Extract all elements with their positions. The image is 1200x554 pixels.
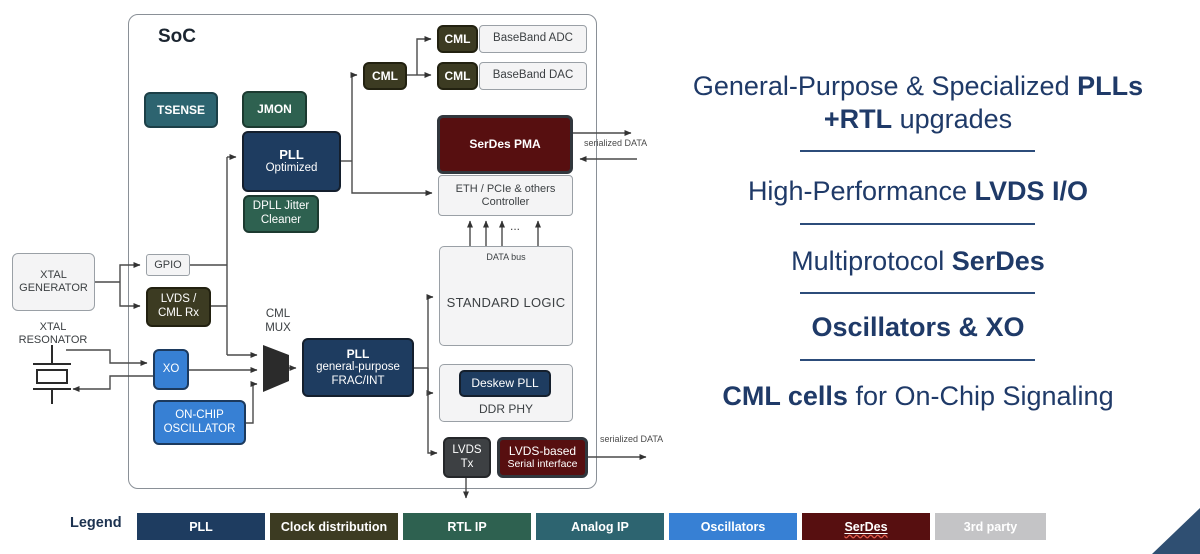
lvds-serial-line2: Serial interface <box>507 458 578 471</box>
standard-logic-label: STANDARD LOGIC <box>446 294 566 310</box>
feature-heading-cml: CML cells for On-Chip Signaling <box>640 380 1196 413</box>
pll-gp-sub1: general-purpose <box>316 361 400 374</box>
corner-triangle-decoration <box>1152 508 1200 554</box>
baseband-adc-block: BaseBand ADC <box>479 25 587 53</box>
xo-block: XO <box>153 349 189 390</box>
tsense-block: TSENSE <box>144 92 218 128</box>
onchip-line1: ON-CHIP <box>175 408 224 421</box>
xtal-generator-block: XTAL GENERATOR <box>12 253 95 311</box>
cml-block-adc: CML <box>437 25 478 53</box>
jmon-block: JMON <box>242 91 307 128</box>
ellipsis-label: ... <box>509 219 520 233</box>
separator-line-4 <box>800 359 1035 361</box>
legend-item-3rd-party: 3rd party <box>935 513 1046 540</box>
lvds-tx-line1: LVDS <box>452 443 482 456</box>
feature-heading-serdes: Multiprotocol SerDes <box>640 245 1196 278</box>
cml-block-mid: CML <box>363 62 407 90</box>
lvds-serial-line1: LVDS-based <box>508 444 577 459</box>
eth-line2: Controller <box>481 195 530 208</box>
legend-item-analog-ip: Analog IP <box>536 513 664 540</box>
feature-plls-line2: +RTL upgrades <box>640 103 1196 136</box>
data-bus-label: DATA bus <box>486 252 526 262</box>
xtal-gen-line1: XTAL <box>40 269 67 282</box>
legend-item-pll: PLL <box>137 513 265 540</box>
feature-cml-bold: CML cells <box>722 381 848 411</box>
feature-plls-line2-bold: +RTL <box>823 104 893 134</box>
dpll-jitter-cleaner-block: DPLL Jitter Cleaner <box>243 195 319 233</box>
dpll-line2: Cleaner <box>260 214 302 226</box>
cml-mux-line1: CML <box>265 308 291 320</box>
feature-heading-lvds: High-Performance LVDS I/O <box>640 175 1196 208</box>
pll-optimized-subtitle: Optimized <box>265 162 318 175</box>
feature-plls-line1-text: General-Purpose & Specialized <box>692 71 1078 101</box>
feature-plls-line2-text: upgrades <box>892 104 1013 134</box>
legend-item-serdes: SerDes <box>802 513 930 540</box>
feature-serdes-text: Multiprotocol <box>791 246 952 276</box>
legend-label: Legend <box>70 515 122 531</box>
serialized-data-label-bottom: serialized DATA <box>600 434 664 444</box>
cml-mux-line2: MUX <box>265 321 291 334</box>
separator-line-3 <box>800 292 1035 294</box>
cml-mux-shape <box>263 345 289 392</box>
deskew-pll-block: Deskew PLL <box>459 370 551 397</box>
cml-block-dac: CML <box>437 62 478 90</box>
xtal-res-line2: RESONATOR <box>18 334 88 347</box>
lvds-tx-block: LVDS Tx <box>443 437 491 478</box>
standard-logic-block: DATA bus STANDARD LOGIC <box>439 246 573 346</box>
crystal-resonator-icon <box>33 345 71 404</box>
lvds-rx-line2: CML Rx <box>157 307 200 319</box>
legend-row: PLL Clock distribution RTL IP Analog IP … <box>137 513 1046 540</box>
lvds-serial-interface-block: LVDS-based Serial interface <box>497 437 588 478</box>
legend-serdes-underline: SerDes <box>844 520 887 534</box>
pll-optimized-title: PLL <box>279 147 304 163</box>
onchip-line2: OSCILLATOR <box>163 422 236 435</box>
pll-gp-title: PLL <box>346 346 370 361</box>
feature-heading-oscillators: Oscillators & XO <box>640 311 1196 344</box>
pll-optimized-block: PLL Optimized <box>242 131 341 192</box>
lvds-cml-rx-block: LVDS / CML Rx <box>146 287 211 327</box>
feature-oscillators-bold: Oscillators & XO <box>811 312 1025 342</box>
connector-lines <box>66 36 647 499</box>
dpll-line1: DPLL Jitter <box>252 200 310 213</box>
eth-line1: ETH / PCIe & others <box>455 182 556 195</box>
xtal-res-line1: XTAL <box>39 321 67 333</box>
feature-plls-line1-bold: PLLs <box>1077 71 1144 101</box>
lvds-rx-line1: LVDS / <box>160 293 197 306</box>
cml-mux-label: CML MUX <box>254 308 302 336</box>
xtal-gen-line2: GENERATOR <box>19 282 88 294</box>
xtal-resonator-label: XTAL RESONATOR <box>2 321 104 347</box>
baseband-dac-block: BaseBand DAC <box>479 62 587 90</box>
gpio-block: GPIO <box>146 254 190 276</box>
feature-serdes-bold: SerDes <box>951 246 1045 276</box>
legend-serdes-text: SerDes <box>844 519 888 534</box>
separator-line-1 <box>800 150 1035 152</box>
eth-pcie-controller-block: ETH / PCIe & others Controller <box>438 175 573 216</box>
pll-general-purpose-block: PLL general-purpose FRAC/INT <box>302 338 414 397</box>
serdes-pma-block: SerDes PMA <box>437 115 573 174</box>
soc-title: SoC <box>158 26 196 47</box>
ddr-phy-label: DDR PHY <box>478 401 533 416</box>
lvds-tx-line2: Tx <box>460 457 474 470</box>
feature-lvds-text: High-Performance <box>747 176 975 206</box>
legend-item-oscillators: Oscillators <box>669 513 797 540</box>
legend-item-rtl-ip: RTL IP <box>403 513 531 540</box>
feature-cml-text: for On-Chip Signaling <box>847 381 1114 411</box>
feature-heading-plls: General-Purpose & Specialized PLLs +RTL … <box>640 70 1196 136</box>
feature-plls-line1: General-Purpose & Specialized PLLs <box>640 70 1196 103</box>
separator-line-2 <box>800 223 1035 225</box>
serialized-data-label-top: serialized DATA <box>584 138 648 148</box>
feature-lvds-bold: LVDS I/O <box>974 176 1089 206</box>
onchip-oscillator-block: ON-CHIP OSCILLATOR <box>153 400 246 445</box>
pll-gp-sub2: FRAC/INT <box>331 374 385 387</box>
legend-item-clock-distribution: Clock distribution <box>270 513 398 540</box>
